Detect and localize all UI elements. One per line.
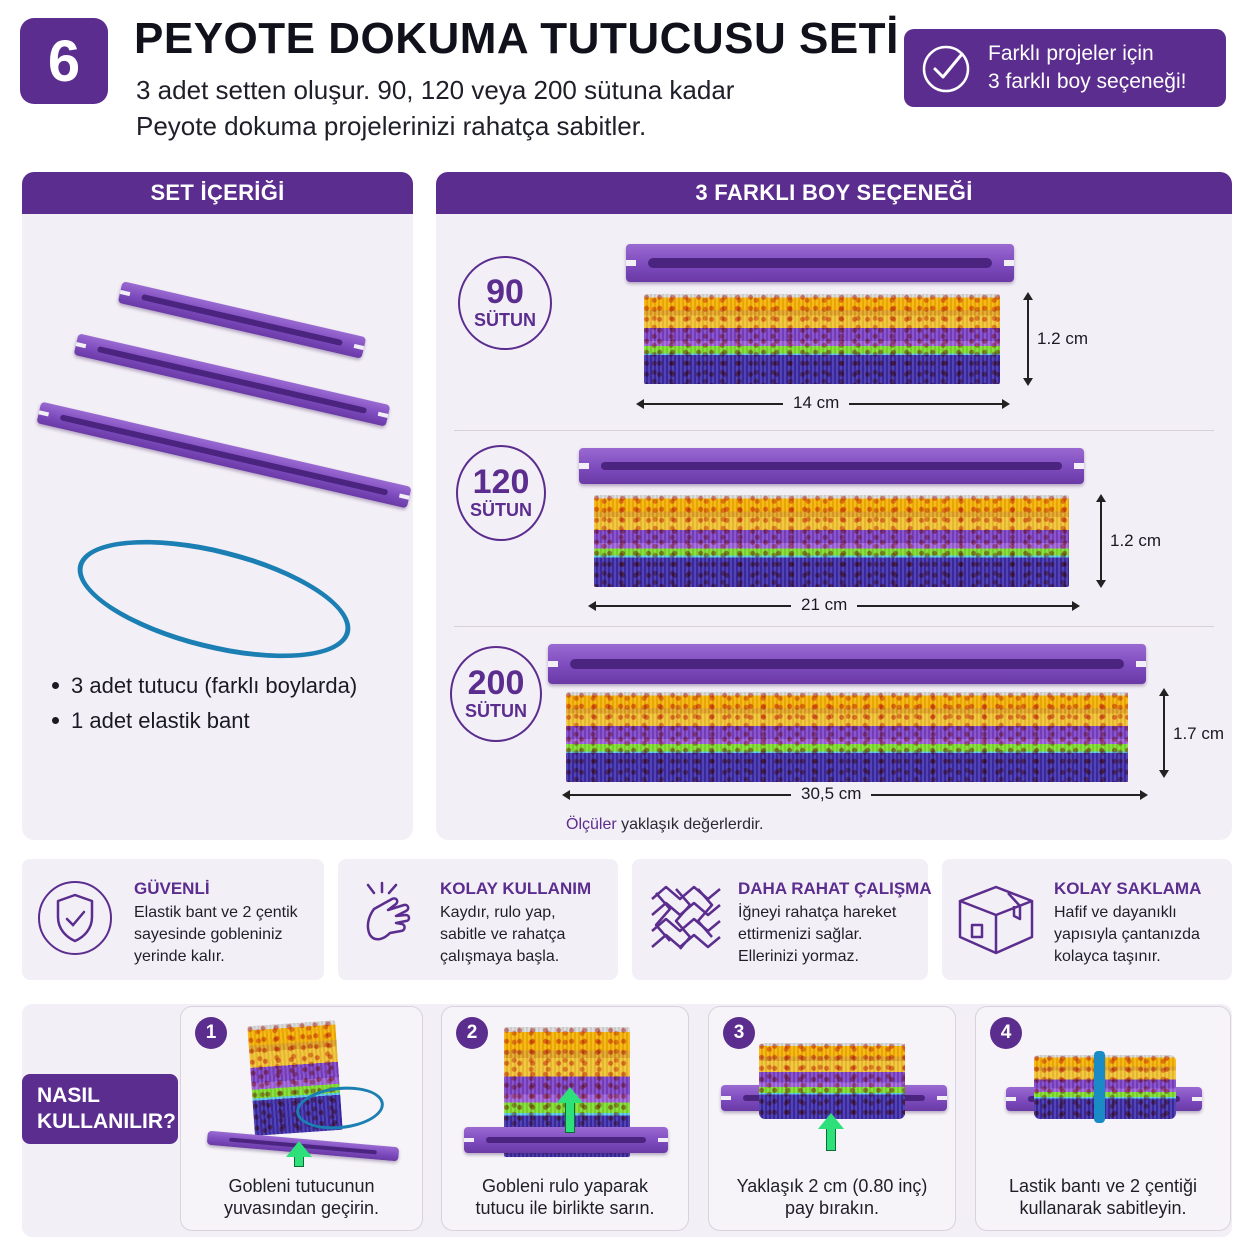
callout-line-1: Farklı projeler için xyxy=(988,42,1154,65)
width-label-200: 30,5 cm xyxy=(791,784,872,804)
elastic-band xyxy=(1094,1051,1105,1123)
step-card-3: 3 Yaklaşık 2 cm (0.80 inç)pay bırakın. xyxy=(708,1006,956,1231)
rolled-beadwork xyxy=(759,1043,905,1119)
holder-200 xyxy=(548,644,1146,684)
feature-title: GÜVENLİ xyxy=(134,879,210,898)
how-to-use-label: NASIL KULLANILIR? xyxy=(22,1074,178,1144)
size-options-callout: Farklı projeler için 3 farklı boy seçene… xyxy=(904,29,1226,107)
size-badge-90: 90 SÜTUN xyxy=(458,256,552,350)
holder-120 xyxy=(579,448,1084,484)
step-number: 2 xyxy=(456,1017,488,1049)
measurement-note: Ölçüler yaklaşık değerlerdir. xyxy=(566,816,764,833)
size-badge-200: 200 SÜTUN xyxy=(450,646,542,742)
size-badge-120: 120 SÜTUN xyxy=(456,445,546,541)
page-title: PEYOTE DOKUMA TUTUCUSU SETİ xyxy=(134,14,899,63)
step-number: 4 xyxy=(990,1017,1022,1049)
divider xyxy=(454,626,1214,627)
height-label-90: 1.2 cm xyxy=(1037,329,1089,348)
callout-line-2: 3 farklı boy seçeneği! xyxy=(988,70,1187,93)
height-label-200: 1.7 cm xyxy=(1173,724,1225,743)
set-contents-image xyxy=(22,214,413,682)
feature-card-easy-use: KOLAY KULLANIM Kaydır, rulo yap,sabitle … xyxy=(338,859,618,980)
step-number: 3 xyxy=(723,1017,755,1049)
beadwork-sample-200 xyxy=(566,692,1128,782)
set-contents-heading: SET İÇERİĞİ xyxy=(22,172,413,214)
feature-card-comfort: DAHA RAHAT ÇALIŞMA İğneyi rahatça hareke… xyxy=(632,859,932,980)
page-subtitle: 3 adet setten oluşur. 90, 120 veya 200 s… xyxy=(136,72,734,144)
height-arrow-90 xyxy=(1023,292,1033,386)
width-label-90: 14 cm xyxy=(783,393,850,413)
width-label-120: 21 cm xyxy=(791,595,858,615)
callout-text: Farklı projeler için 3 farklı boy seçene… xyxy=(988,40,1186,96)
shield-check-icon xyxy=(38,881,112,955)
elastic-band xyxy=(66,516,362,682)
beadwork-sample-90 xyxy=(644,294,1000,384)
step-number: 1 xyxy=(195,1017,227,1049)
beadwork-sample-120 xyxy=(594,495,1069,587)
feature-title: KOLAY SAKLAMA xyxy=(1054,879,1202,898)
height-arrow-200 xyxy=(1159,688,1169,778)
size-options-heading: 3 FARKLI BOY SEÇENEĞİ xyxy=(436,172,1232,214)
height-label-120: 1.2 cm xyxy=(1110,531,1162,550)
mesh-icon xyxy=(651,885,721,950)
divider xyxy=(454,430,1214,431)
subtitle-line-1: 3 adet setten oluşur. 90, 120 veya 200 s… xyxy=(136,75,735,105)
step-caption: Yaklaşık 2 cm (0.80 inç)pay bırakın. xyxy=(736,1176,928,1218)
set-contents-panel: SET İÇERİĞİ 3 adet tutucu (farklı boylar… xyxy=(22,172,413,840)
rolled-beadwork xyxy=(1034,1055,1176,1119)
section-number-badge: 6 xyxy=(20,18,108,104)
holder-90 xyxy=(626,244,1014,282)
arrow-up-icon xyxy=(286,1141,312,1167)
subtitle-line-2: Peyote dokuma projelerinizi rahatça sabi… xyxy=(136,111,647,141)
holder-small xyxy=(117,281,367,359)
set-contents-list: 3 adet tutucu (farklı boylarda) 1 adet e… xyxy=(52,668,357,738)
list-item: 1 adet elastik bant xyxy=(52,703,357,738)
hand-snap-icon xyxy=(366,881,411,941)
box-icon xyxy=(958,885,1034,955)
arrow-up-icon xyxy=(557,1087,583,1133)
arrow-up-icon xyxy=(818,1113,844,1151)
height-arrow-120 xyxy=(1096,494,1106,588)
feature-title: DAHA RAHAT ÇALIŞMA xyxy=(738,879,932,898)
list-item: 3 adet tutucu (farklı boylarda) xyxy=(52,668,357,703)
feature-title: KOLAY KULLANIM xyxy=(440,879,592,898)
size-options-panel: 3 FARKLI BOY SEÇENEĞİ 90 SÜTUN 1.2 cm 14… xyxy=(436,172,1232,840)
check-circle-icon xyxy=(922,45,970,93)
